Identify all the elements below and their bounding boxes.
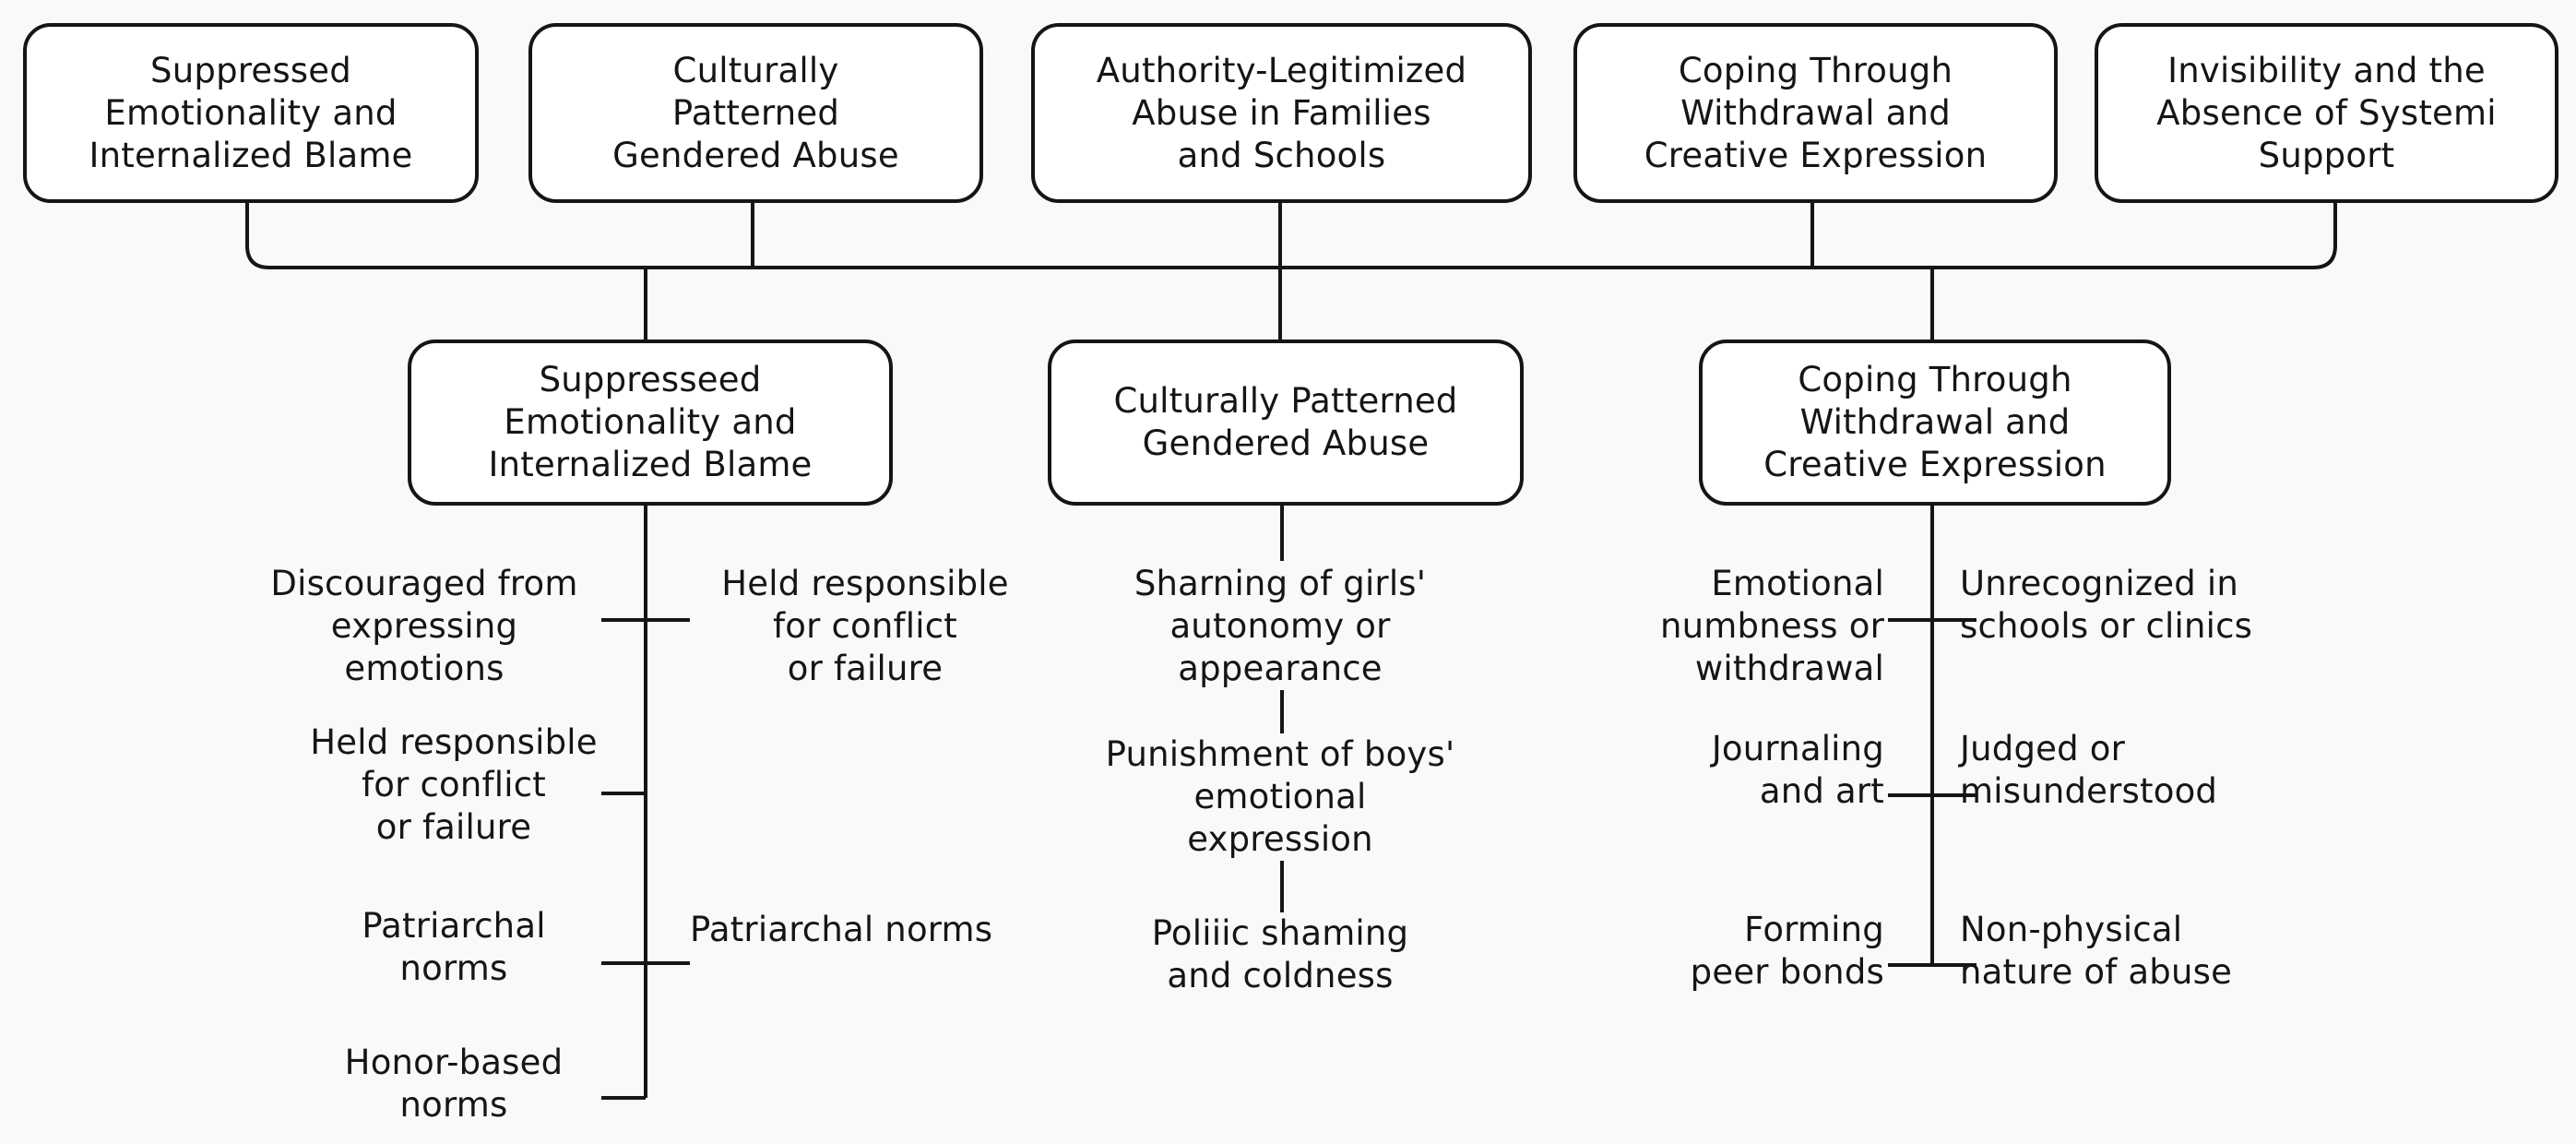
leaf-nonphysical-nature-abuse: Non-physical nature of abuse (1960, 910, 2233, 992)
leaf-forming-peer-bonds: Forming peer bonds (1690, 910, 1884, 992)
leaf-unrecognized-schools-clinics: Unrecognized in schools or clinics (1960, 564, 2253, 646)
connector-bus (245, 196, 2337, 269)
leaf-judged-misunderstood: Judged or misunderstood (1960, 729, 2218, 811)
ticks-left-column (601, 618, 690, 1100)
leaf-honor-based-norms: Honor-based norms (344, 1043, 564, 1125)
node-culturally-patterned-mid: Culturally Patterned Gendered Abuse (1048, 340, 1524, 506)
leaf-poliiic-shaming-coldness: Poliiic shaming and coldness (1151, 913, 1409, 995)
leaf-emotional-numbness-withdrawal: Emotional numbness or withdrawal (1659, 564, 1884, 688)
ticks-right-column (1888, 618, 1977, 967)
leaf-punishment-boys-expression: Punishment of boys' emotional expression (1105, 734, 1455, 859)
node-suppresseed-emotionality-mid: Suppresseed Emotionality and Internalize… (408, 340, 893, 506)
node-coping-withdrawal-top: Coping Through Withdrawal and Creative E… (1573, 23, 2058, 203)
leaf-held-responsible-left: Held responsible for conflict or failure (310, 722, 598, 847)
node-authority-legitimized-top: Authority-Legitimized Abuse in Families … (1031, 23, 1532, 203)
leaf-patriarchal-norms-left: Patriarchal norms (362, 906, 546, 988)
node-invisibility-support-top: Invisibility and the Absence of Systemi … (2095, 23, 2558, 203)
node-suppressed-emotionality-top: Suppressed Emotionality and Internalized… (23, 23, 479, 203)
leaf-patriarchal-norms-right: Patriarchal norms (690, 910, 993, 949)
leaf-sharning-girls-autonomy: Sharning of girls' autonomy or appearanc… (1134, 564, 1427, 688)
node-coping-withdrawal-mid: Coping Through Withdrawal and Creative E… (1699, 340, 2171, 506)
leaf-held-responsible-right: Held responsible for conflict or failure (721, 564, 1009, 688)
node-culturally-patterned-top: Culturally Patterned Gendered Abuse (528, 23, 983, 203)
leaf-journaling-and-art: Journaling and art (1711, 729, 1884, 811)
leaf-discouraged-expressing-emotions: Discouraged from expressing emotions (270, 564, 578, 688)
